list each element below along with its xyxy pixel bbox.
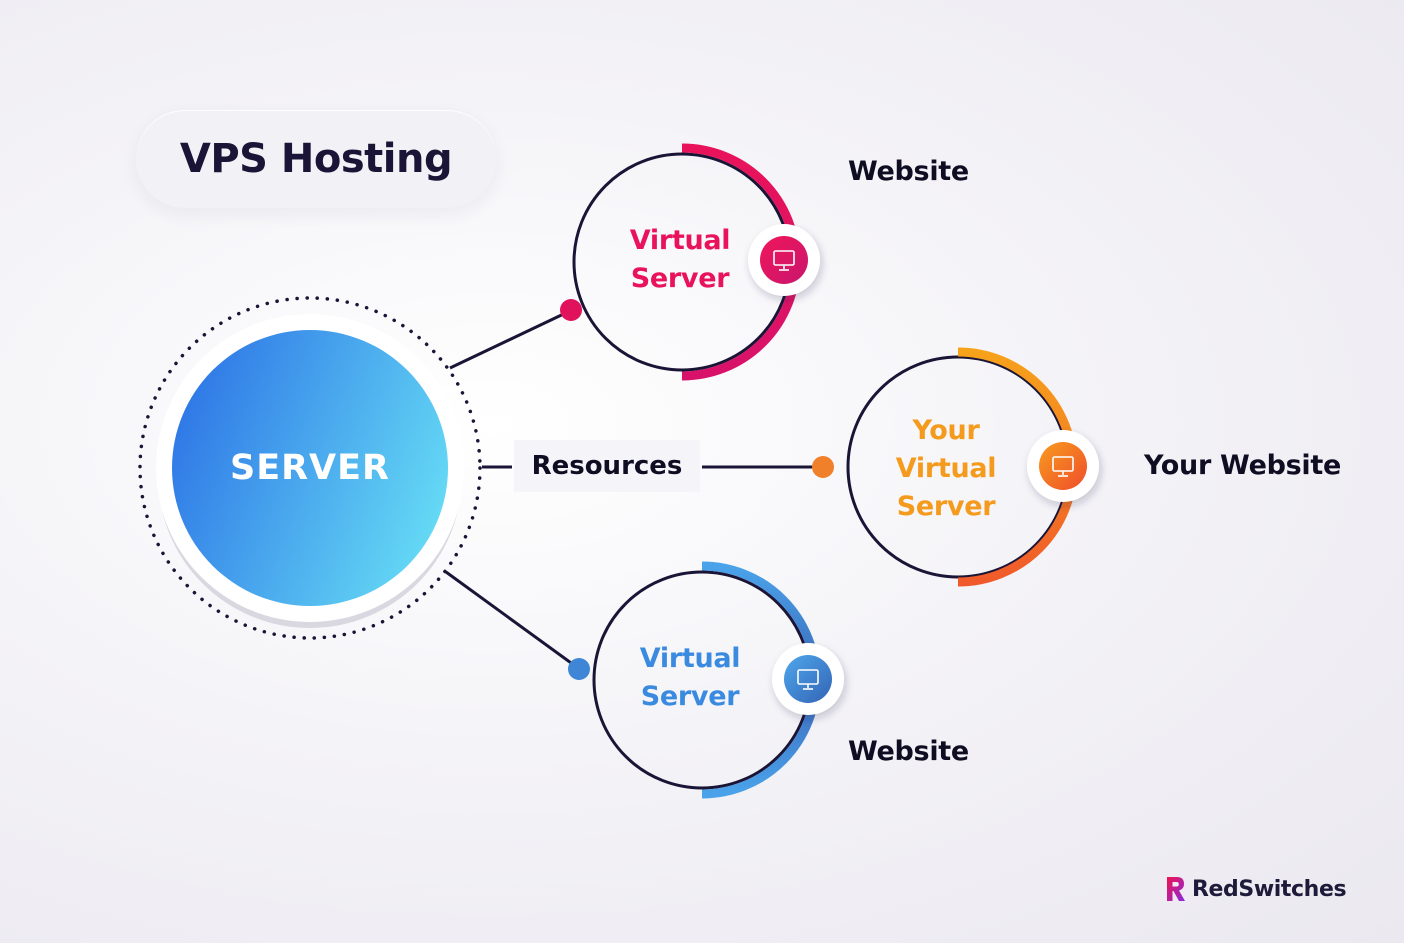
brand-name: RedSwitches (1192, 876, 1347, 902)
resources-label: Resources (514, 440, 700, 492)
virtual-server-2-dot (812, 456, 834, 478)
connector-line-top (449, 308, 573, 370)
virtual-server-1-label: Virtual Server (602, 222, 758, 298)
brand-logo: RedSwitches (1164, 872, 1347, 906)
virtual-server-2-label: Your Virtual Server (866, 412, 1026, 526)
virtual-server-3-dot (568, 658, 590, 680)
connector-line-bottom (445, 570, 579, 670)
your-website-label: Your Website (1144, 450, 1341, 481)
virtual-server-2-line3: Server (896, 491, 996, 522)
monitor-icon (1027, 430, 1099, 502)
virtual-server-3-label: Virtual Server (612, 640, 768, 716)
server-dotted-ring (138, 296, 482, 640)
monitor-icon (748, 224, 820, 296)
diagram-title: VPS Hosting (179, 136, 453, 182)
redswitches-logo-icon (1167, 877, 1185, 901)
server-label: SERVER (229, 448, 390, 488)
website-label-bottom: Website (848, 736, 969, 767)
virtual-server-3-line2: Server (640, 681, 740, 712)
virtual-server-1-dot (560, 299, 582, 321)
virtual-server-3-line1: Virtual (639, 643, 741, 674)
virtual-server-1-line2: Server (630, 263, 730, 294)
virtual-server-2-line2: Virtual (895, 453, 997, 484)
virtual-server-2-line1: Your (912, 415, 980, 446)
monitor-icon (772, 643, 844, 715)
website-label-top: Website (848, 156, 969, 187)
virtual-server-1-line1: Virtual (629, 225, 731, 256)
server-circle (172, 330, 448, 606)
title-pill: VPS Hosting (136, 110, 496, 208)
